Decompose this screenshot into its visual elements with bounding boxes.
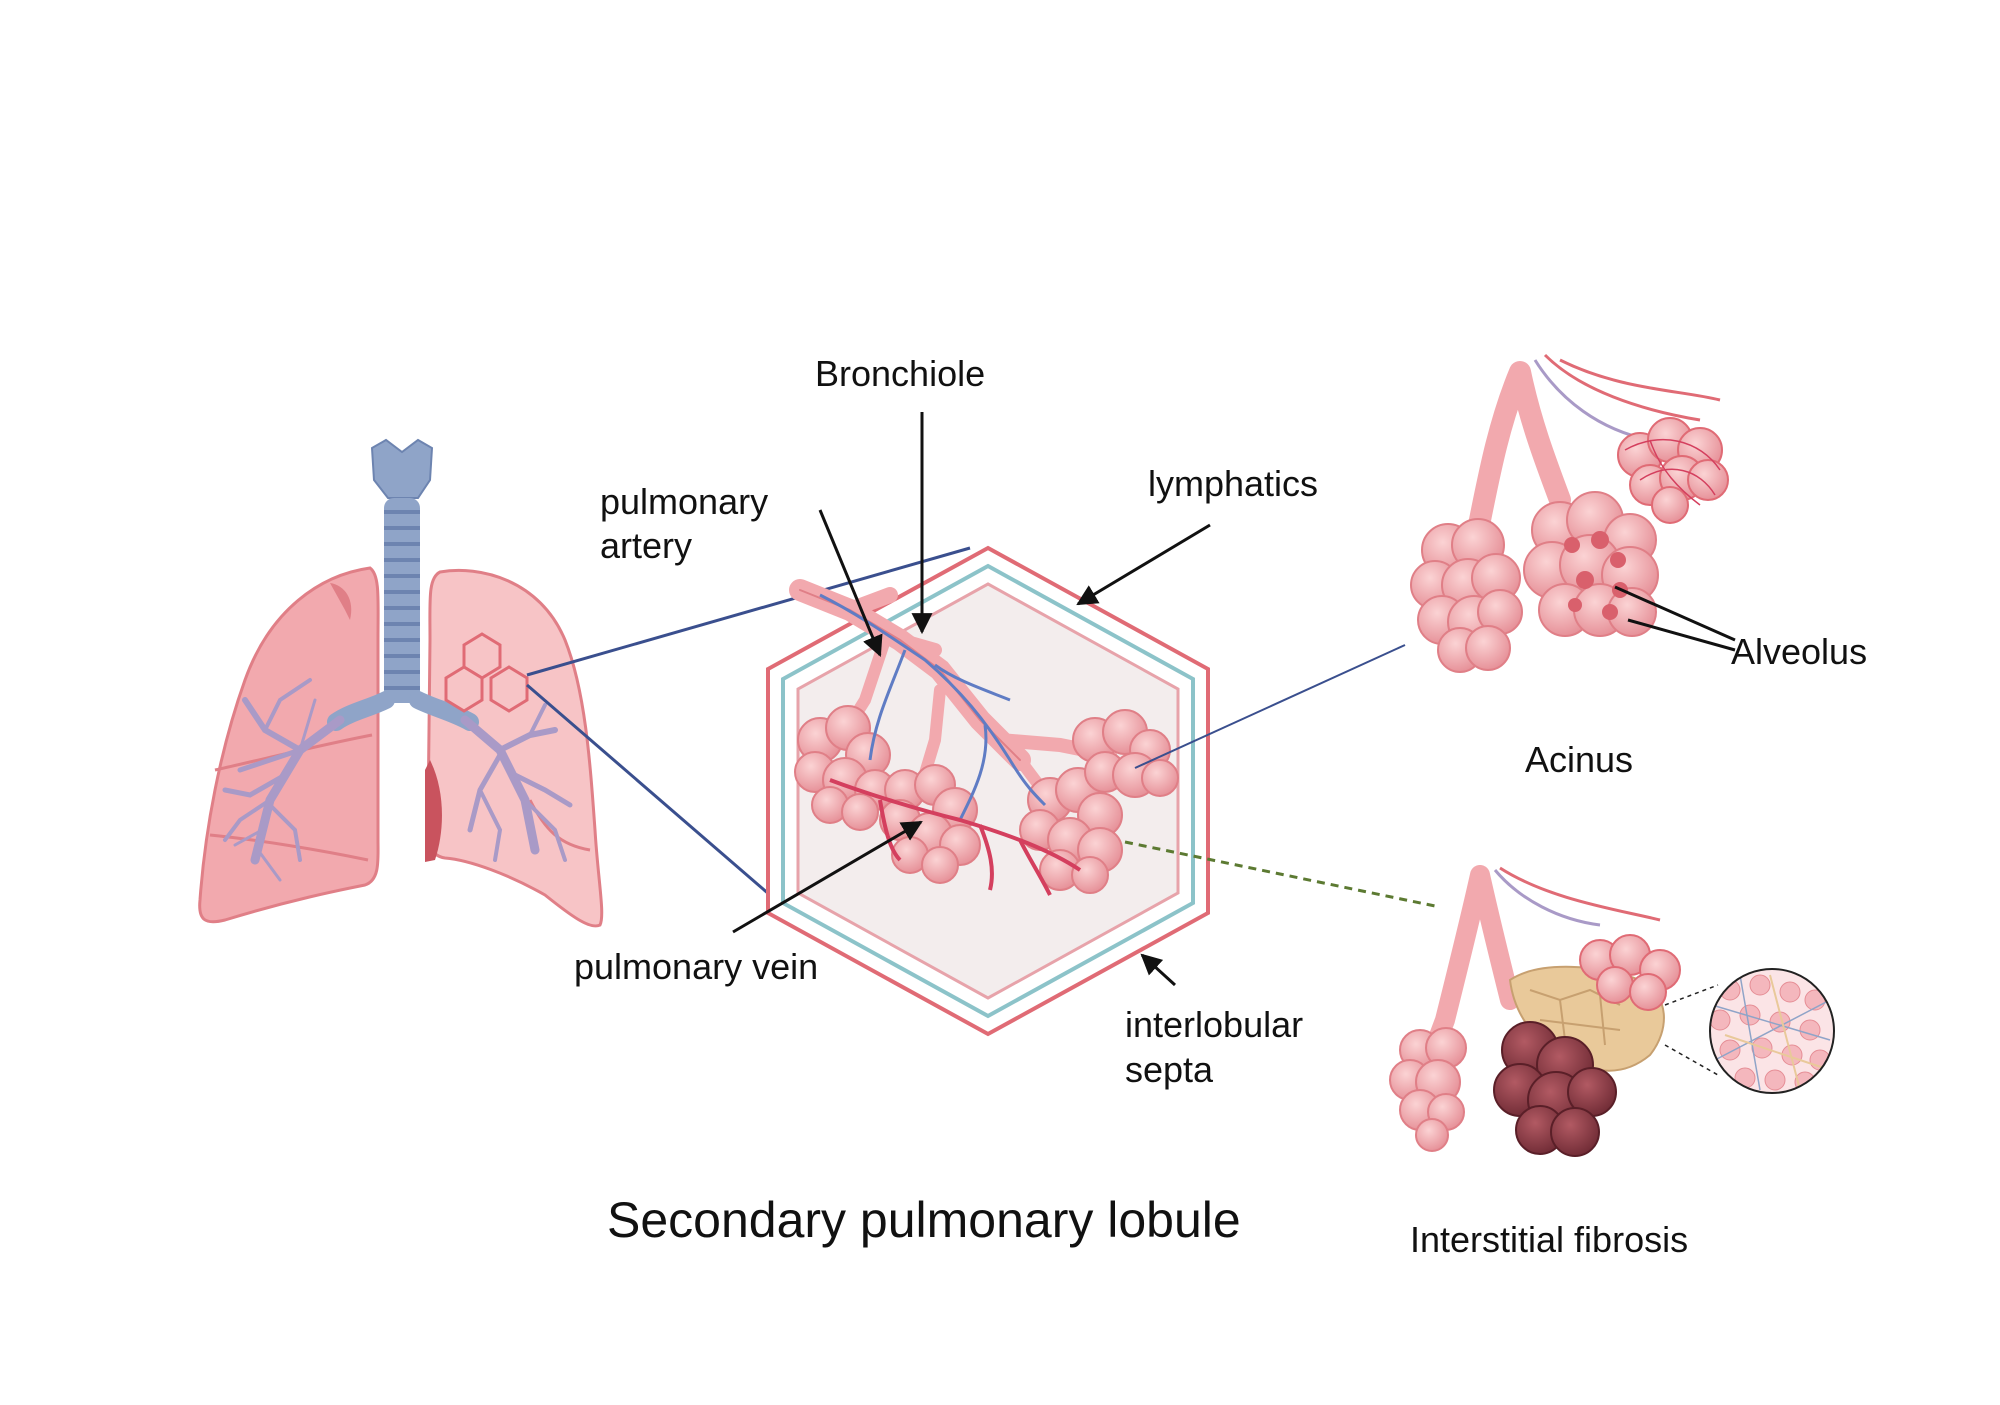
- lobule-alveoli: [794, 705, 1179, 894]
- acinus-illustration: [1410, 353, 1729, 673]
- lungs-illustration: [198, 438, 604, 928]
- interlobular-septa-label-line1: interlobular: [1125, 1004, 1304, 1045]
- pulmonary-artery-arrow: [818, 509, 883, 657]
- bronchiole-label: Bronchiole: [815, 353, 986, 394]
- interlobular-septa-label-line2: septa: [1125, 1049, 1214, 1090]
- diagram-title: Secondary pulmonary lobule: [607, 1192, 1241, 1248]
- fibrosis-illustration: [1389, 865, 1835, 1157]
- lymphatics-arrow: [1076, 523, 1211, 606]
- lobule-interior: [796, 582, 1180, 1000]
- lobule-hexagons: [444, 632, 529, 713]
- left-lung: [425, 568, 604, 928]
- pulmonary-artery-label-line2: artery: [600, 525, 693, 566]
- interlobular-septa-arrow: [1140, 953, 1177, 987]
- fibrosis-zoom-circle: [1709, 968, 1835, 1094]
- lymphatic-layer: [781, 563, 1195, 1019]
- pulmonary-vein-arrow: [732, 820, 923, 934]
- acinus-connector-line: [1134, 644, 1406, 769]
- pulmonary-vein-label: pulmonary vein: [574, 946, 819, 987]
- alveolus-pointer-2: [1627, 618, 1736, 652]
- lymphatics-label: lymphatics: [1148, 463, 1319, 504]
- alveolus-pointer-1: [1614, 585, 1736, 642]
- pulmonary-vein-vessel: [829, 778, 1082, 896]
- pulmonary-artery-vessel: [819, 593, 1047, 821]
- secondary-lobule: [766, 545, 1210, 1037]
- bronchial-tree: [222, 678, 573, 882]
- fibrosis-dashed-connector: [1124, 840, 1436, 908]
- pulmonary-artery-label-line1: pulmonary: [600, 481, 769, 522]
- alveolus-label: Alveolus: [1731, 631, 1868, 672]
- zoom-connector-lines: [526, 546, 971, 897]
- label-pointers: [732, 412, 1736, 987]
- interstitial-fibrosis-label: Interstitial fibrosis: [1410, 1219, 1689, 1260]
- acinus-label: Acinus: [1525, 739, 1634, 780]
